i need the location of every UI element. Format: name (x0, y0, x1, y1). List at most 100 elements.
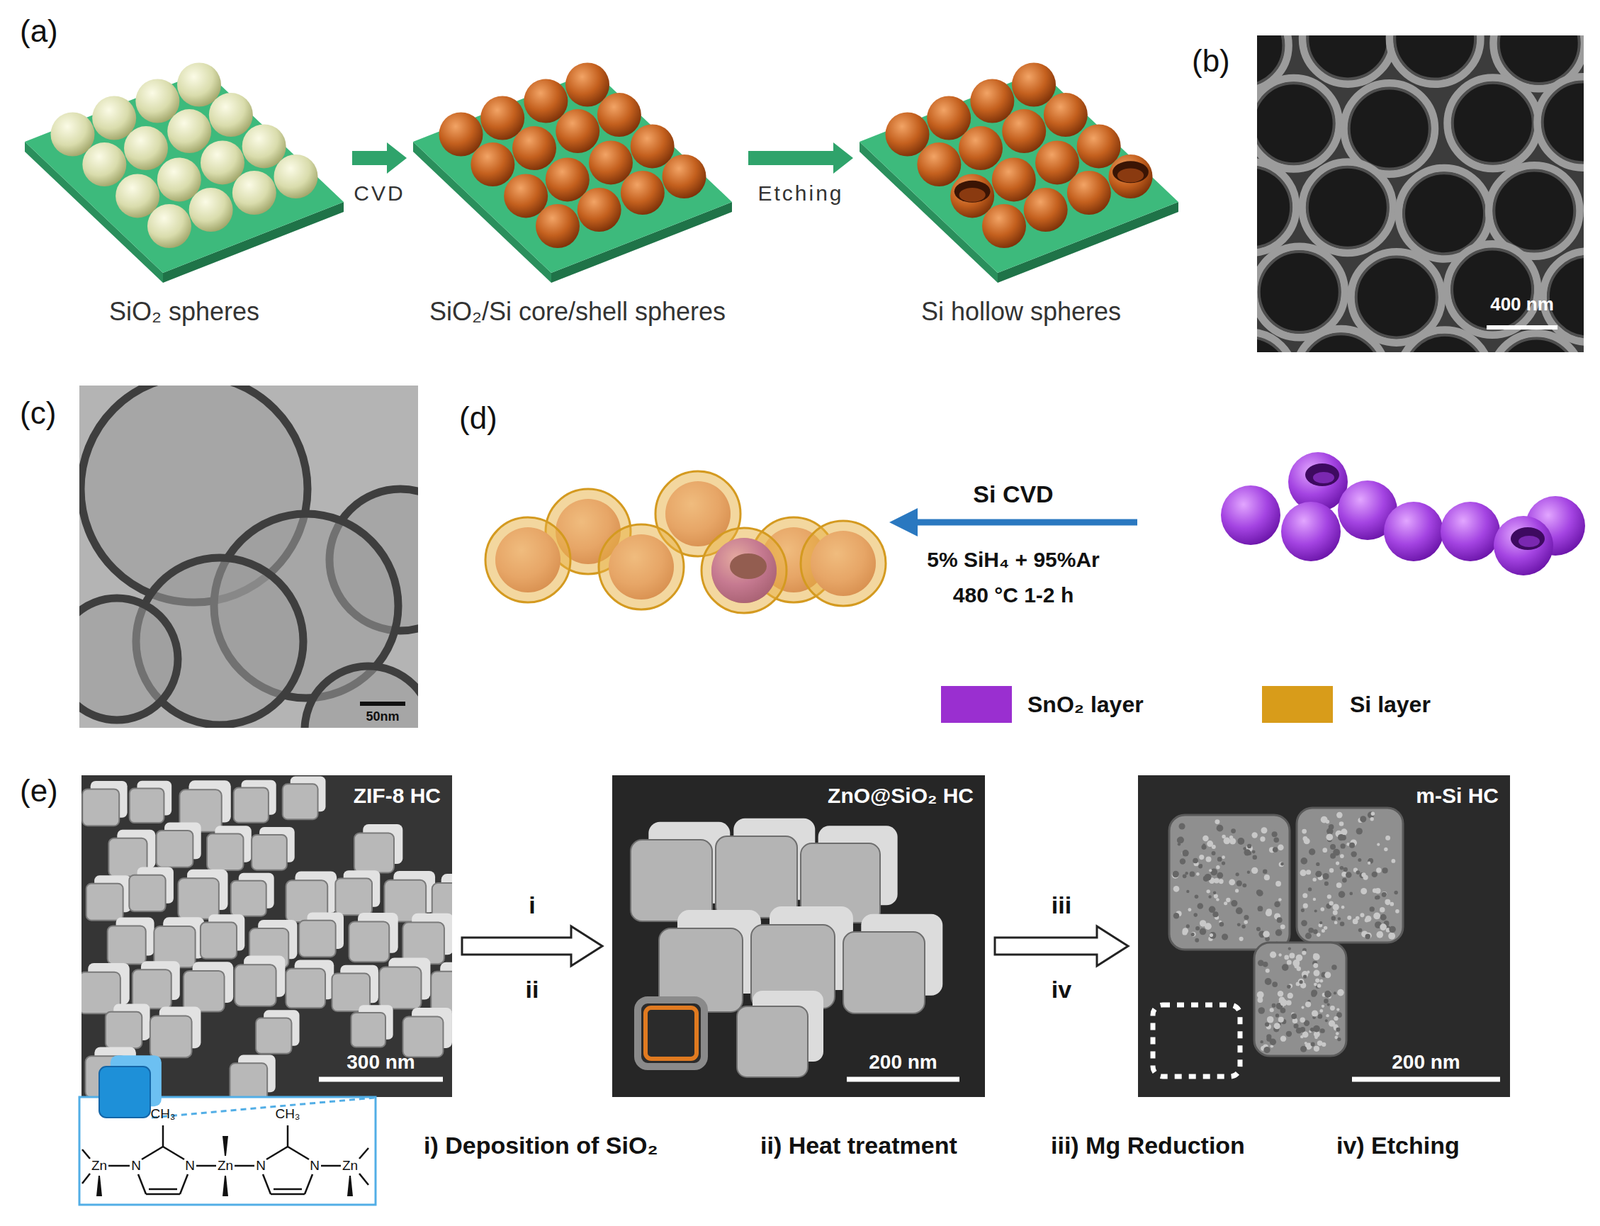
surface-texture (1332, 848, 1340, 856)
sphere (51, 112, 95, 157)
si-shell (701, 527, 787, 613)
chemical-bond (359, 1147, 369, 1159)
surface-texture (1241, 924, 1245, 929)
surface-texture (1310, 1042, 1316, 1047)
cube-front (349, 921, 390, 962)
sphere (200, 140, 245, 185)
scale-bar (318, 1077, 443, 1083)
cube-front (156, 830, 194, 868)
surface-texture (1218, 878, 1224, 884)
surface-texture (1315, 870, 1322, 878)
surface-texture (1286, 984, 1291, 989)
hollow-sphere (1399, 330, 1491, 353)
surface-texture (1189, 871, 1196, 878)
surface-texture (1173, 885, 1180, 893)
hollow-sphere-inner (1495, 338, 1577, 353)
sphere (189, 187, 234, 232)
surface-texture (1357, 858, 1362, 862)
substrate-stage (24, 63, 344, 284)
surface-texture (1286, 959, 1292, 965)
atom-label: Zn (217, 1157, 234, 1174)
surface-texture (1359, 815, 1367, 822)
surface-texture (1336, 812, 1343, 819)
sphere-opening (954, 180, 991, 203)
cube-front (86, 883, 124, 921)
si-shell (485, 517, 571, 603)
surface-texture (1186, 889, 1190, 893)
surface-texture (1370, 817, 1374, 821)
surface-texture (1333, 991, 1337, 995)
surface-texture (1323, 998, 1329, 1004)
surface-texture (1359, 912, 1365, 917)
surface-texture (1264, 1021, 1270, 1027)
sphere (1043, 92, 1088, 137)
surface-texture (1280, 924, 1286, 929)
cube-front (233, 787, 269, 822)
surface-texture (1324, 971, 1331, 978)
surface-texture (1192, 858, 1199, 864)
sphere (82, 142, 127, 187)
chemical-bond (273, 1188, 302, 1191)
surface-texture (1326, 827, 1333, 835)
wedge-bond (222, 1135, 229, 1156)
surface-texture (1383, 847, 1388, 852)
panel-label: (e) (19, 773, 59, 810)
surface-texture (1256, 926, 1261, 932)
cube-front (183, 970, 225, 1012)
hollow-sphere (1490, 333, 1582, 353)
atom-label: N (184, 1157, 195, 1174)
surface-texture (1283, 955, 1289, 961)
sphere (177, 63, 222, 107)
surface-texture (1321, 1004, 1325, 1008)
surface-texture (1317, 983, 1322, 988)
surface-texture (1262, 869, 1267, 874)
chemical-bond (262, 1174, 271, 1194)
surface-texture (1213, 890, 1216, 894)
hollow-sphere (304, 666, 419, 728)
surface-texture (1312, 877, 1316, 882)
hollow-sphere-inner (1451, 249, 1533, 331)
sphere (242, 124, 287, 168)
surface-texture (1339, 853, 1345, 859)
wedge-bond (222, 1175, 229, 1197)
surface-texture (1235, 888, 1239, 893)
cube-front (234, 964, 276, 1006)
surface-texture (1237, 922, 1241, 927)
sphere (926, 96, 971, 141)
scale-label: 300 nm (346, 1050, 416, 1074)
surface-texture (1329, 868, 1334, 873)
surface-texture (1349, 892, 1353, 896)
surface-texture (1206, 856, 1212, 863)
surface-texture (1265, 979, 1271, 985)
cube-front (177, 877, 219, 919)
hollow-sphere-inner (1307, 167, 1389, 249)
surface-texture (1313, 953, 1321, 961)
surface-texture (1236, 880, 1243, 886)
surface-texture (1272, 846, 1279, 853)
surface-texture (1194, 894, 1199, 899)
wedge-bond (347, 1175, 353, 1197)
step-number: ii (525, 975, 540, 1004)
surface-texture (1271, 831, 1278, 837)
porous-block (1169, 814, 1290, 950)
surface-texture (1191, 932, 1195, 937)
surface-texture (1257, 1006, 1265, 1014)
surface-texture (1212, 911, 1219, 917)
surface-texture (1242, 882, 1247, 888)
hollow-sphere (1447, 77, 1539, 169)
sphere-inner-wall (1117, 168, 1144, 183)
surface-texture (1375, 887, 1382, 894)
surface-texture (1365, 932, 1372, 939)
surface-texture (1229, 835, 1233, 839)
hollow-sphere (1257, 246, 1345, 338)
surface-texture (1317, 1040, 1323, 1046)
surface-texture (1331, 915, 1336, 920)
cube-front (736, 1006, 808, 1078)
chemical-bond (162, 1125, 165, 1147)
surface-texture (1365, 933, 1371, 939)
sphere (958, 126, 1003, 171)
sphere (620, 170, 665, 215)
surface-texture (1330, 1005, 1335, 1011)
surface-texture (1374, 895, 1379, 900)
hollow-sphere-inner (1404, 335, 1486, 353)
